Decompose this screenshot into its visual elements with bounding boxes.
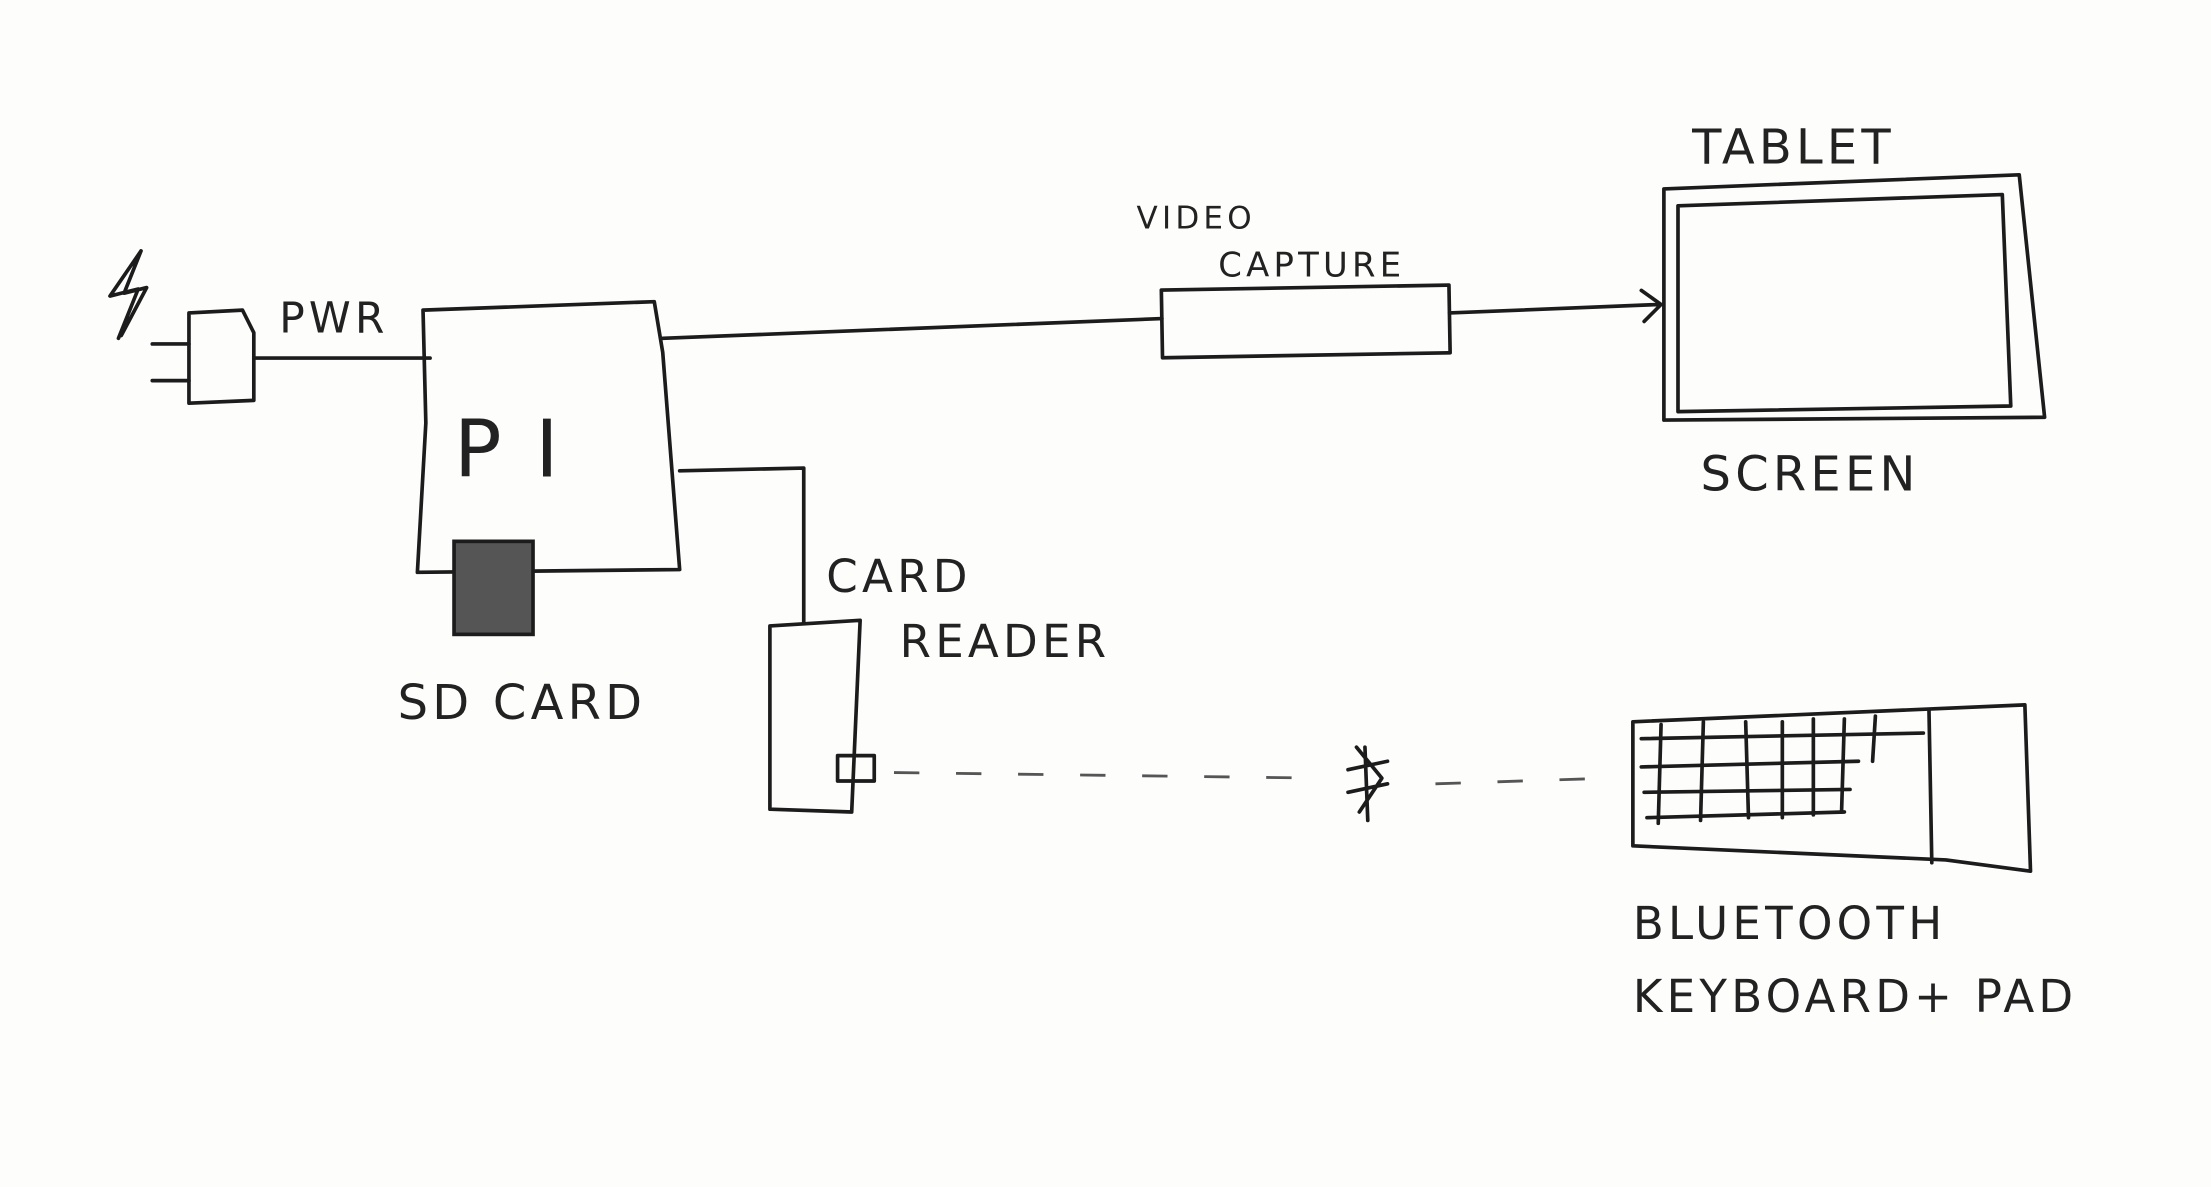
pi-to-capture-cable: [660, 316, 1164, 341]
capture-to-tablet-arrow: [1447, 288, 1663, 324]
tablet-label: TABLET: [1691, 121, 1895, 176]
sd-card-label: SD CARD: [398, 676, 647, 731]
power-plug: [150, 308, 432, 406]
bluetooth-icon: [1346, 745, 1390, 823]
pi-to-reader-cable: [677, 466, 806, 625]
video-capture-box: [1159, 283, 1452, 360]
wireless-link-right: [1435, 776, 1608, 786]
video-capture-label-1: VIDEO: [1137, 200, 1256, 236]
bluetooth-dongle: [835, 753, 877, 783]
video-capture-label-2: CAPTURE: [1218, 245, 1405, 284]
power-label: PWR: [279, 294, 388, 343]
lightning-icon: [108, 249, 149, 341]
pi-board: [415, 299, 682, 575]
sd-card: [452, 539, 535, 637]
keyboard-label-1: BLUETOOTH: [1633, 897, 1947, 950]
pi-label: P I: [454, 404, 563, 496]
card-reader-label-2: READER: [900, 615, 1111, 668]
card-reader-label-1: CARD: [826, 550, 971, 603]
bluetooth-keyboard: [1631, 703, 2033, 874]
wireless-link-left: [893, 771, 1323, 780]
keyboard-label-2: KEYBOARD+ PAD: [1633, 970, 2078, 1023]
tablet: [1662, 172, 2047, 422]
card-reader: [768, 618, 862, 814]
screen-label: SCREEN: [1701, 448, 1920, 503]
